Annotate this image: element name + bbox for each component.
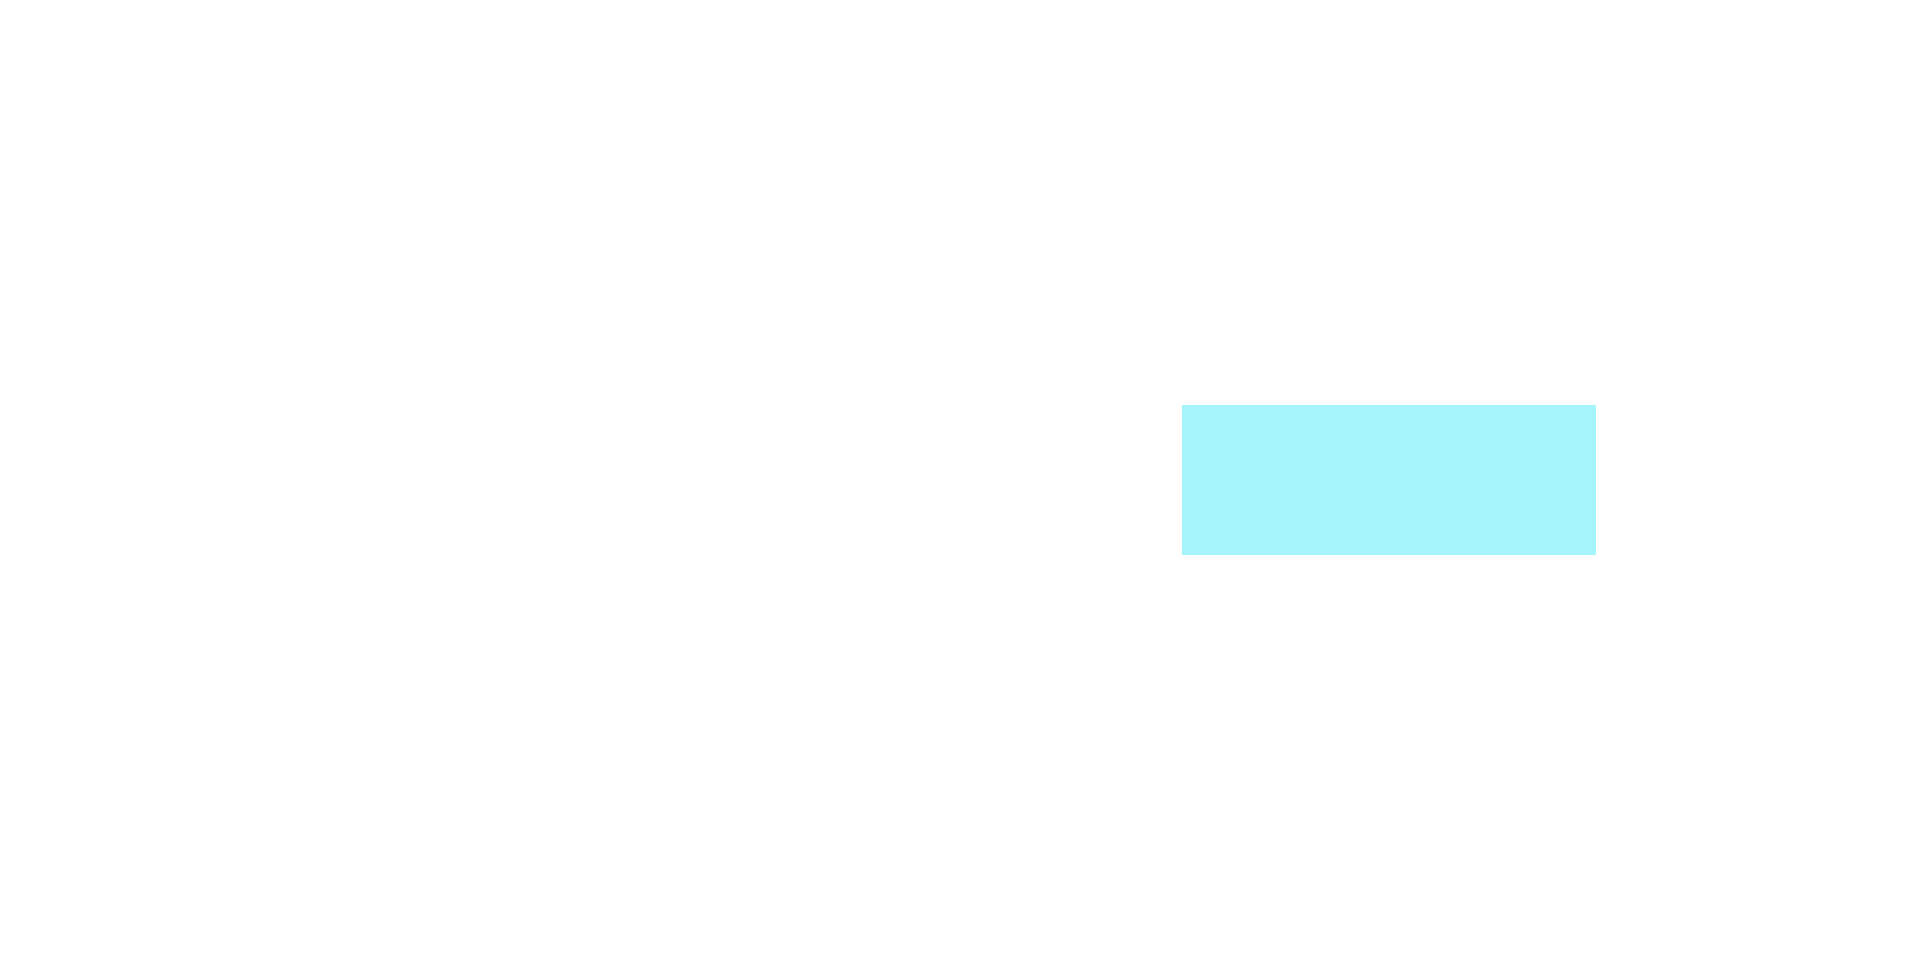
cyan-highlight-rectangle xyxy=(1182,405,1596,555)
